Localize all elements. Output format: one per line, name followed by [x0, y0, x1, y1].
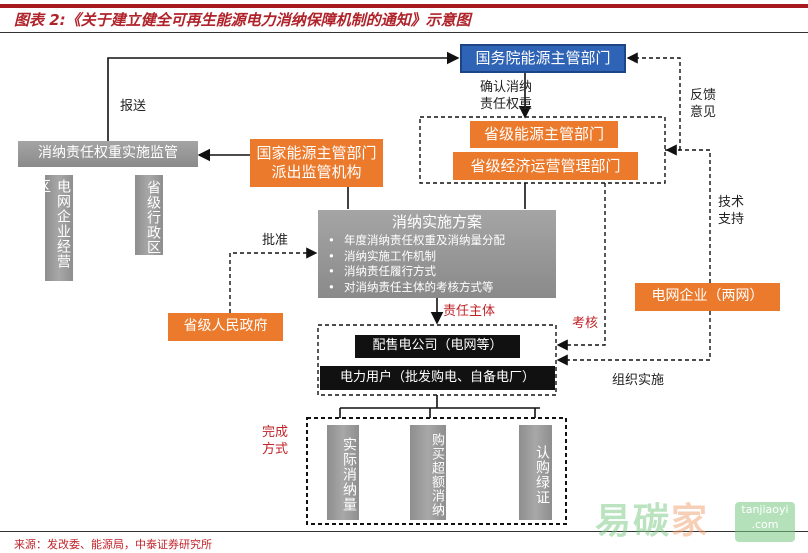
plan-item: 对消纳责任主体的考核方式等: [328, 280, 556, 296]
supervision-box: 消纳责任权重实施监管: [18, 141, 198, 167]
responsible-label: 责任主体: [443, 304, 496, 319]
plan-item: 消纳实施工作机制: [328, 249, 556, 265]
approve-arrow: [229, 247, 318, 313]
method-green-certificate: 认购绿证: [519, 425, 552, 520]
source-note: 来源：发改委、能源局，中泰证券研究所: [14, 538, 212, 551]
provincial-dashed-group: [419, 116, 666, 184]
report-label: 报送: [120, 99, 147, 114]
provincial-economic-dept: 省级经济运营管理部门: [453, 152, 638, 180]
report-arrow: [107, 51, 460, 141]
grid-company-box: 电网企业（两网）: [635, 283, 780, 311]
watermark-badge: tanjiaoyi .com: [735, 502, 795, 542]
province-area-bar: 省级行政区: [135, 175, 163, 255]
confirm-label: 确认消纳 责任权重: [480, 80, 533, 112]
provincial-energy-dept: 省级能源主管部门: [470, 121, 618, 148]
methods-dashed-group: [306, 417, 567, 525]
retail-company-box: 配售电公司（电网等）: [355, 335, 520, 358]
entities-dashed-group: [317, 324, 557, 396]
plan-item: 年度消纳责任权重及消纳量分配: [328, 233, 556, 249]
completion-label: 完成 方式: [262, 425, 289, 457]
figure-title: 图表 2:《关于建立健全可再生能源电力消纳保障机制的通知》示意图: [14, 11, 471, 29]
method-buy-excess: 购买超额消纳: [410, 425, 446, 520]
power-users-box: 电力用户（批发购电、自备电厂）: [320, 366, 555, 390]
organize-arrow: [556, 311, 711, 366]
assess-label: 考核: [572, 316, 599, 331]
plan-item: 消纳责任履行方式: [328, 264, 556, 280]
plan-box: 消纳实施方案 年度消纳责任权重及消纳量分配 消纳实施工作机制 消纳责任履行方式 …: [318, 210, 556, 298]
grid-area-bar: 电网企业经营区: [35, 175, 73, 281]
watermark-logo: 易碳家: [595, 501, 710, 542]
dispatched-agency-box: 国家能源主管部门派出监管机构: [250, 139, 383, 187]
state-council-energy-dept: 国务院能源主管部门: [460, 44, 626, 73]
feedback-arrow: [626, 52, 681, 150]
plan-title: 消纳实施方案: [391, 212, 482, 231]
approve-label: 批准: [262, 233, 289, 248]
tech-support-arrow: [665, 144, 711, 283]
top-rule: [0, 4, 808, 8]
tech-support-label: 技术 支持: [718, 195, 745, 227]
feedback-label: 反馈 意见: [690, 88, 717, 120]
method-actual-consumption: 实际消纳量: [327, 425, 359, 520]
title-rule: [0, 32, 808, 33]
entities-to-methods-lines: [339, 395, 540, 418]
organize-label: 组织实施: [612, 373, 665, 388]
plan-items: 年度消纳责任权重及消纳量分配 消纳实施工作机制 消纳责任履行方式 对消纳责任主体…: [318, 233, 556, 295]
footer-rule: [0, 531, 808, 532]
assess-arrow: [556, 183, 606, 351]
provincial-government-box: 省级人民政府: [168, 313, 283, 341]
